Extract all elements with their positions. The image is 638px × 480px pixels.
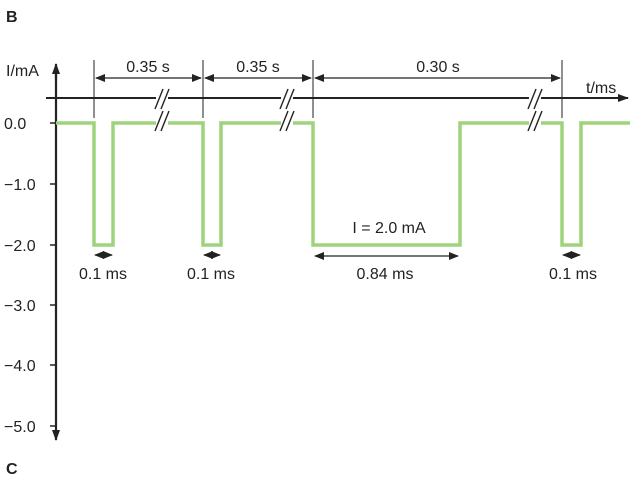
axis-break-marks — [154, 88, 543, 132]
pulse-width-label: 0.1 ms — [187, 266, 235, 283]
x-axis-label: t/ms — [586, 80, 616, 97]
y-tick-label: −4.0 — [4, 358, 36, 375]
y-tick-label: −1.0 — [4, 177, 36, 194]
y-tick-label: −3.0 — [4, 298, 36, 315]
panel-label-c: C — [6, 461, 18, 478]
y-tick-label: 0.0 — [4, 116, 26, 133]
interval-boundary-lines — [93, 60, 563, 118]
current-waveform — [56, 121, 630, 247]
interval-label: 0.35 s — [126, 59, 170, 76]
pulse-width-label: 0.1 ms — [79, 266, 127, 283]
amplitude-label: I = 2.0 mA — [352, 220, 426, 237]
panel-label-b: B — [6, 9, 18, 26]
pulse-width-label: 0.1 ms — [549, 266, 597, 283]
y-tick-label: −5.0 — [4, 419, 36, 436]
y-tick-label: −2.0 — [4, 238, 36, 255]
pulse-width-label: 0.84 ms — [357, 266, 414, 283]
y-tick-labels: 0.0 −1.0 −2.0 −3.0 −4.0 −5.0 — [4, 116, 36, 436]
y-ticks — [50, 122, 56, 427]
interval-label: 0.35 s — [236, 59, 280, 76]
axis-break-mark — [527, 88, 543, 132]
axis-break-mark — [279, 88, 295, 132]
interval-label: 0.30 s — [416, 59, 460, 76]
axis-break-mark — [154, 88, 170, 132]
y-axis-label: I/mA — [6, 63, 39, 80]
